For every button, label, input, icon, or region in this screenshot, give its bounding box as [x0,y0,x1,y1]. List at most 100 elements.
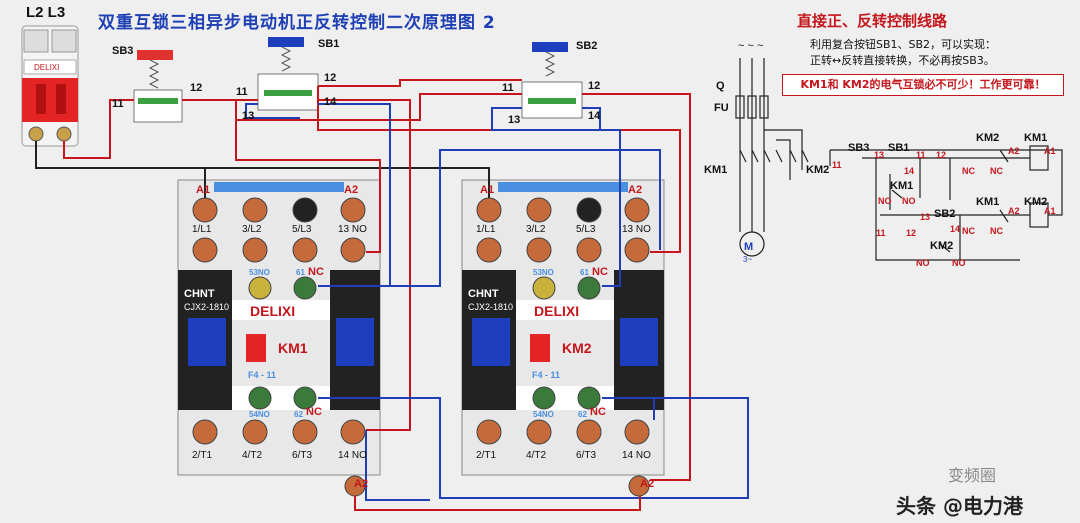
schematic-13-a: 13 [874,150,885,160]
sb1-button[interactable] [257,37,319,111]
km1-a1: A1 [196,184,211,196]
km2-aux-61: 61 [580,268,589,277]
sb1-terminal-11: 11 [236,86,248,98]
motor-symbol: M [744,241,753,253]
sb3-terminal-11: 11 [112,98,124,110]
diagram-title: 双重互锁三相异步电动机正反转控制二次原理图 2 [98,13,496,33]
schematic-km1-coil: KM1 [1024,132,1048,144]
contactor-km2 [461,179,665,497]
km2-aux-62: 62 [578,410,587,419]
km2-a2-bottom: A2 [640,478,655,490]
km2-aux-block: F4 - 11 [532,370,561,380]
schematic-diagram [735,58,1063,261]
schematic-sb2: SB2 [934,208,956,220]
km1-term-l1: 1/L1 [192,224,212,235]
sb1-terminal-12: 12 [324,72,337,84]
km2-a1: A1 [480,184,495,196]
schematic-km2-interlock: KM2 [976,132,1000,144]
km2-nc-top: NC [592,266,608,278]
control-wires [35,79,749,511]
km2-nc-bottom: NC [590,406,606,418]
sb1-label: SB1 [318,38,340,50]
schematic-11-c: 11 [876,228,886,238]
km2-id: KM2 [562,340,592,356]
km2-model: CJX2-1810 [468,302,514,312]
watermark: 变频圈 [948,466,997,485]
schematic-km2-hold: KM2 [930,240,954,252]
sb3-label: SB3 [112,45,134,57]
km1-term-l2: 3/L2 [242,224,262,235]
motor-subtitle: 3~ [743,255,752,264]
schematic-no-d: NO [952,258,966,268]
km2-maker: DELIXI [534,303,580,319]
schematic-13-b: 13 [920,212,931,222]
km1-aux-54no: 54NO [249,410,270,419]
sb3-button[interactable] [133,50,183,123]
schematic-no-c: NO [916,258,930,268]
schematic-14-b: 14 [950,224,961,234]
km1-aux-61: 61 [296,268,305,277]
schematic-11-a: 11 [832,160,842,170]
schematic-12-a: 12 [936,150,947,160]
schematic-no-b: NO [902,196,916,206]
schematic-12-b: 12 [906,228,917,238]
km2-term-14no: 14 NO [622,450,651,461]
km1-term-14no: 14 NO [338,450,367,461]
km2-term-l3: 5/L3 [576,224,596,235]
km1-a2: A2 [344,184,359,196]
sb2-label: SB2 [576,40,598,52]
schematic-11-b: 11 [916,150,926,160]
km1-model: CJX2-1810 [184,302,230,312]
schematic-title: 直接正、反转控制线路 [797,12,948,30]
schematic-sb1: SB1 [888,142,910,154]
km1-nc-bottom: NC [306,406,322,418]
breaker-brand: DELIXI [34,63,59,72]
schematic-a1-top: A1 [1044,146,1056,156]
schematic-a2-bottom: A2 [1008,206,1020,216]
schematic-nc-c: NC [962,226,975,236]
km1-term-t1: 2/T1 [192,450,213,461]
sb1-terminal-14: 14 [324,96,337,108]
sb2-terminal-12: 12 [588,80,601,92]
km2-aux-53no: 53NO [533,268,554,277]
km1-aux-block: F4 - 11 [248,370,277,380]
km1-term-t3: 6/T3 [292,450,313,461]
schematic-q: Q [716,80,725,92]
schematic-km1-interlock: KM1 [976,196,1000,208]
km2-aux-54no: 54NO [533,410,554,419]
km1-term-13no: 13 NO [338,224,367,235]
km2-term-13no: 13 NO [622,224,651,235]
km1-aux-62: 62 [294,410,303,419]
schematic-a2-top: A2 [1008,146,1020,156]
schematic-14-a: 14 [904,166,915,176]
sb2-terminal-14: 14 [588,110,601,122]
phase-label: L2 L3 [26,4,66,21]
schematic-nc-b: NC [990,166,1003,176]
km1-a2-bottom: A2 [354,478,369,490]
km2-term-t2: 4/T2 [526,450,547,461]
km2-a2: A2 [628,184,643,196]
schematic-note-1: 利用复合按钮SB1、SB2，可以实现： [810,38,997,51]
sb2-button[interactable] [521,42,583,119]
schematic-sb3: SB3 [848,142,870,154]
km1-nc-top: NC [308,266,324,278]
circuit-breaker [21,25,79,147]
km1-maker: DELIXI [250,303,296,319]
schematic-a1-bottom: A1 [1044,206,1056,216]
km1-term-t2: 4/T2 [242,450,263,461]
sb2-terminal-13: 13 [508,114,521,126]
schematic-fu: FU [714,102,729,114]
credit: 头条 @电力港 [896,494,1023,518]
sb3-terminal-12: 12 [190,82,203,94]
km2-term-l2: 3/L2 [526,224,546,235]
km2-term-l1: 1/L1 [476,224,496,235]
km2-brand: CHNT [468,288,499,300]
km1-id: KM1 [278,340,308,356]
schematic-no-a: NO [878,196,892,206]
schematic-note-2: 正转↔反转直接转换，不必再按SB3。 [810,54,995,67]
sb2-terminal-11: 11 [502,82,514,94]
interlock-warning: KM1和 KM2的电气互锁必不可少！工作更可靠！ [782,74,1064,96]
schematic-nc-a: NC [962,166,975,176]
